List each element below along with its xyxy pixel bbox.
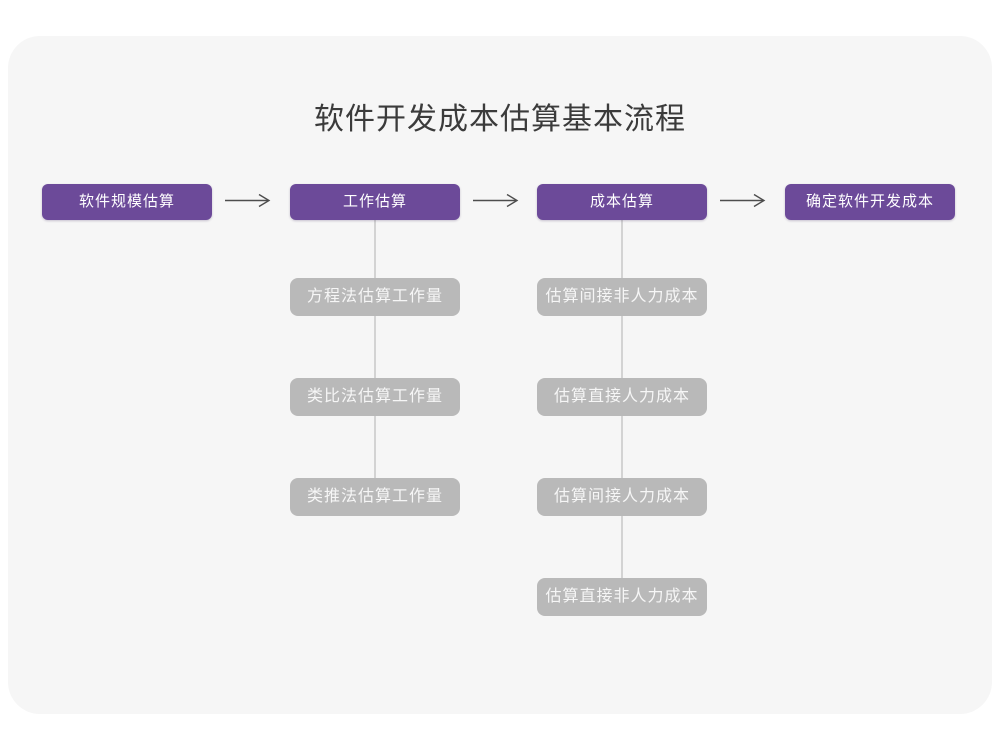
stage-node-determine-dev-cost: 确定软件开发成本 [785,184,955,220]
flow-arrow-icon [472,193,524,208]
stage-node-software-scale-estimation: 软件规模估算 [42,184,212,220]
sub-node-indirect-labor-cost: 估算间接人力成本 [537,478,707,516]
sub-node-analogy-method: 类比法估算工作量 [290,378,460,416]
stage-node-work-estimation: 工作估算 [290,184,460,220]
flow-arrow-icon [719,193,771,208]
sub-node-equation-method: 方程法估算工作量 [290,278,460,316]
diagram-title: 软件开发成本估算基本流程 [314,103,686,136]
sub-node-direct-nonlabor-cost: 估算直接非人力成本 [537,578,707,616]
sub-node-extrapolation-method: 类推法估算工作量 [290,478,460,516]
connector-line-work-estimation [374,220,376,478]
sub-node-direct-labor-cost: 估算直接人力成本 [537,378,707,416]
flow-arrow-icon [224,193,276,208]
stage-node-cost-estimation: 成本估算 [537,184,707,220]
sub-node-indirect-nonlabor-cost: 估算间接非人力成本 [537,278,707,316]
diagram-card: 软件开发成本估算基本流程 软件规模估算 工作估算 成本估算 确定软件开发成本 [8,36,992,714]
